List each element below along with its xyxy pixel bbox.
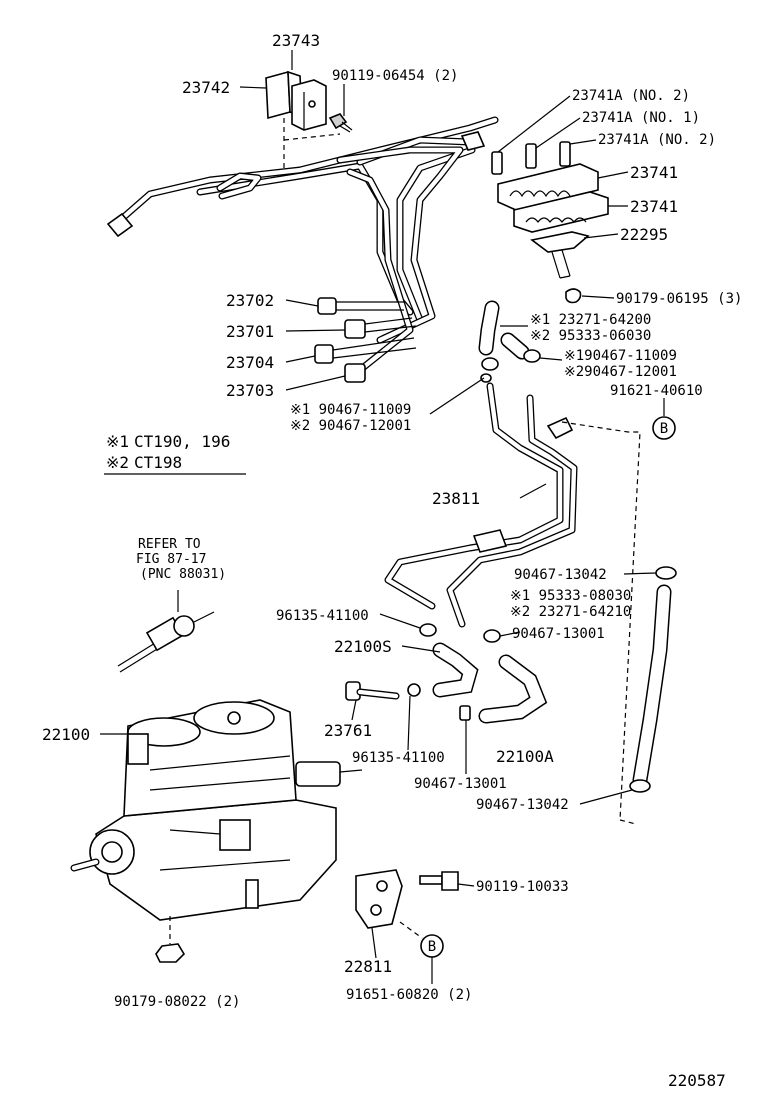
refer-to-note: REFER TO FIG 87-17 (PNC 88031) xyxy=(136,537,226,582)
label-90179-08022: 90179-08022 (2) xyxy=(114,994,240,1010)
callout-boundary xyxy=(561,421,641,821)
clips-lower-drawing xyxy=(407,623,501,721)
callout-b-label: B xyxy=(428,939,436,955)
label-23741a-no1: 23741A (NO. 1) xyxy=(582,110,700,126)
label-23703: 23703 xyxy=(226,381,274,400)
bracket-22295-drawing xyxy=(530,231,590,279)
injection-pump-22100-drawing xyxy=(70,699,363,921)
label-90467-11009-right: ※190467-11009 xyxy=(564,348,677,364)
part-labels: 23743 23742 90119-06454 (2) 23741A (NO. … xyxy=(42,31,742,1010)
label-23741-lower: 23741 xyxy=(630,197,678,216)
label-23741a-no2-lower: 23741A (NO. 2) xyxy=(598,132,716,148)
clamp-23742-drawing xyxy=(265,70,327,131)
label-96135-41100-lower: 96135-41100 xyxy=(352,750,445,766)
refer-line-2: FIG 87-17 xyxy=(136,552,206,567)
bolt-90119-06454-drawing xyxy=(328,113,353,133)
figure-number: 220587 xyxy=(668,1071,726,1090)
callout-boundary xyxy=(619,819,637,825)
label-90467-13001-lower: 90467-13001 xyxy=(414,776,507,792)
hose-22100s-drawing xyxy=(432,642,479,698)
hose-23271-64200-drawing xyxy=(478,300,530,360)
callout-b-upper: B xyxy=(652,416,676,440)
leader-lines xyxy=(100,50,665,984)
label-95333-08030: ※1 95333-08030 xyxy=(510,588,631,604)
label-90467-13001-upper: 90467-13001 xyxy=(512,626,605,642)
label-90119-10033: 90119-10033 xyxy=(476,879,569,895)
clip-drawing xyxy=(480,349,541,383)
label-22100s: 22100S xyxy=(334,637,392,656)
callout-b-lower: B xyxy=(420,934,444,958)
injection-pipes-drawing xyxy=(106,116,499,374)
bolt-90119-10033-drawing xyxy=(419,871,459,891)
sensor-88031-drawing xyxy=(117,590,215,673)
label-90467-12001-right: ※290467-12001 xyxy=(564,364,677,380)
label-23702: 23702 xyxy=(226,291,274,310)
callout-b-label: B xyxy=(660,421,668,437)
applicability-notes: ※1 CT190, 196 ※2 CT198 xyxy=(104,432,246,475)
label-23811: 23811 xyxy=(432,489,480,508)
label-22100a: 22100A xyxy=(496,747,554,766)
bracket-22811-drawing xyxy=(355,869,403,929)
label-90119-06454: 90119-06454 (2) xyxy=(332,68,458,84)
pipe-nuts-drawing xyxy=(314,297,417,383)
grommet-90179-06195-drawing xyxy=(565,288,582,304)
nut-90179-08022-drawing xyxy=(155,943,186,963)
label-91621-40610: 91621-40610 xyxy=(610,383,703,399)
label-96135-41100-upper: 96135-41100 xyxy=(276,608,369,624)
note-2-mark: ※2 xyxy=(106,453,129,472)
refer-line-1: REFER TO xyxy=(138,537,201,552)
label-90467-12001-left: ※2 90467-12001 xyxy=(290,418,411,434)
hose-22100a-drawing xyxy=(478,654,548,724)
valve-23741a-drawing xyxy=(491,141,571,175)
label-23761: 23761 xyxy=(324,721,372,740)
label-91651-60820: 91651-60820 (2) xyxy=(346,987,472,1003)
label-23741a-no2-upper: 23741A (NO. 2) xyxy=(572,88,690,104)
label-23271-64200: ※1 23271-64200 xyxy=(530,312,651,328)
note-2-text: CT198 xyxy=(134,453,182,472)
leader-dash xyxy=(399,921,423,939)
label-23704: 23704 xyxy=(226,353,274,372)
label-22295: 22295 xyxy=(620,225,668,244)
label-90467-13042-upper: 90467-13042 xyxy=(514,567,607,583)
label-90467-13042-lower: 90467-13042 xyxy=(476,797,569,813)
label-23742: 23742 xyxy=(182,78,230,97)
label-22811: 22811 xyxy=(344,957,392,976)
leader-dash xyxy=(283,133,341,141)
refer-line-3: (PNC 88031) xyxy=(140,567,226,582)
label-22100: 22100 xyxy=(42,725,90,744)
note-1-text: CT190, 196 xyxy=(134,432,230,451)
label-23271-64210: ※2 23271-64210 xyxy=(510,604,631,620)
label-23701: 23701 xyxy=(226,322,274,341)
label-23741-upper: 23741 xyxy=(630,163,678,182)
note-1-mark: ※1 xyxy=(106,432,129,451)
hose-95333-08030-drawing xyxy=(629,566,677,793)
holder-23741-drawing xyxy=(497,163,609,233)
connector-23761-drawing xyxy=(345,681,400,701)
pipe-23811-drawing xyxy=(384,382,578,628)
label-95333-06030: ※2 95333-06030 xyxy=(530,328,651,344)
label-23743: 23743 xyxy=(272,31,320,50)
label-90467-11009-left: ※1 90467-11009 xyxy=(290,402,411,418)
label-90179-06195: 90179-06195 (3) xyxy=(616,291,742,307)
